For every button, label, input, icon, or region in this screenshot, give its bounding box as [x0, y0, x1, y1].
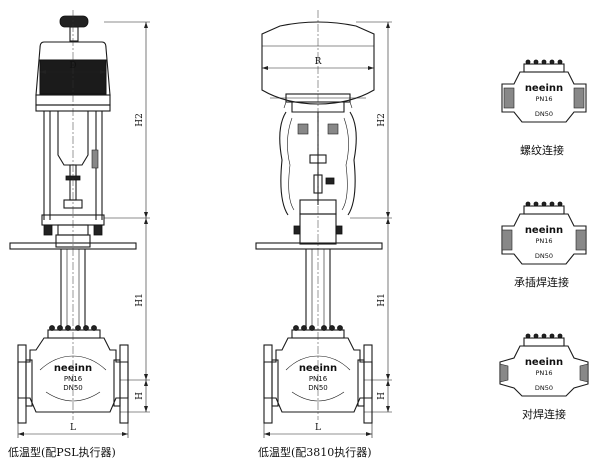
socket-weld-size: DN50 [535, 252, 553, 260]
left-valve-assembly: neeinn PN16 DN50 D H2 H1 H [9, 10, 150, 438]
middle-vertical-dims: H2 H1 H [350, 21, 392, 413]
left-caption: 低温型(配PSL执行器) [8, 446, 116, 459]
middle-dim-r-label: R [315, 57, 322, 67]
left-dim-l: L [17, 423, 129, 438]
middle-dim-h-label: H [377, 392, 387, 400]
middle-body-pressure: PN16 [309, 375, 328, 383]
left-body-pressure: PN16 [64, 375, 83, 383]
connection-socket-weld: neeinn PN16 DN50 [501, 201, 587, 265]
socket-weld-brand: neeinn [525, 225, 563, 236]
middle-yoke [279, 111, 357, 216]
socket-weld-caption: 承插焊连接 [514, 276, 569, 289]
left-dim-h2-label: H2 [135, 113, 145, 127]
threaded-size: DN50 [535, 110, 553, 118]
middle-dim-l-label: L [315, 423, 321, 433]
left-body-brand: neeinn [54, 363, 92, 374]
middle-extension-bonnet [255, 213, 383, 339]
butt-weld-brand: neeinn [525, 357, 563, 368]
butt-weld-size: DN50 [535, 384, 553, 392]
middle-dim-l: L [263, 423, 373, 438]
threaded-brand: neeinn [525, 83, 563, 94]
middle-valve-assembly: neeinn PN16 DN50 R H2 H1 H [255, 10, 392, 438]
butt-weld-pressure: PN16 [535, 369, 552, 377]
middle-caption: 低温型(配3810执行器) [258, 446, 372, 459]
middle-body-brand: neeinn [299, 363, 337, 374]
left-dim-h1-label: H1 [135, 293, 145, 307]
connection-threaded: neeinn PN16 DN50 [501, 59, 587, 123]
socket-weld-pressure: PN16 [535, 237, 552, 245]
connection-butt-weld: neeinn PN16 DN50 [499, 333, 589, 397]
middle-dim-r: R [262, 57, 374, 70]
left-dim-h-label: H [135, 392, 145, 400]
left-dim-l-label: L [70, 423, 76, 433]
left-vertical-dims: H2 H1 H [104, 21, 150, 413]
left-top-knob [59, 15, 89, 42]
threaded-pressure: PN16 [535, 95, 552, 103]
left-dim-d: D [40, 61, 106, 74]
middle-dim-h2-label: H2 [377, 113, 387, 127]
middle-dim-h1-label: H1 [377, 293, 387, 307]
butt-weld-caption: 对焊连接 [522, 408, 566, 421]
threaded-caption: 螺纹连接 [520, 144, 564, 157]
left-dim-d-label: D [69, 61, 76, 71]
